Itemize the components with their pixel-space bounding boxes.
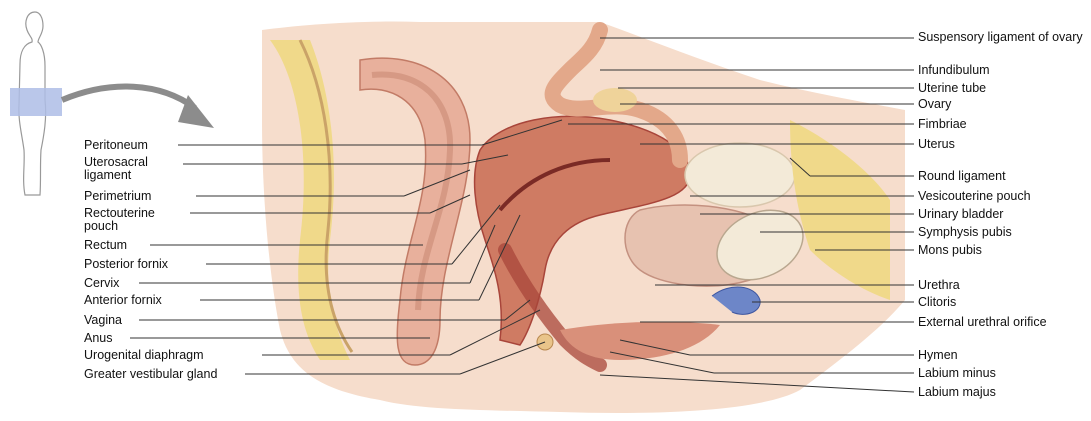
label-uterus: Uterus: [918, 138, 955, 151]
label-anterior-fornix: Anterior fornix: [84, 294, 162, 307]
label-external-urethral-orifice: External urethral orifice: [918, 316, 1078, 329]
label-urogenital-diaphragm: Urogenital diaphragm: [84, 349, 204, 362]
label-rectouterine-pouch: Rectouterine pouch: [84, 207, 174, 233]
label-round-ligament: Round ligament: [918, 170, 1006, 183]
label-anus: Anus: [84, 332, 113, 345]
label-clitoris: Clitoris: [918, 296, 956, 309]
label-cervix: Cervix: [84, 277, 119, 290]
label-ovary: Ovary: [918, 98, 951, 111]
label-symphysis-pubis: Symphysis pubis: [918, 226, 1012, 239]
label-infundibulum: Infundibulum: [918, 64, 990, 77]
label-rectum: Rectum: [84, 239, 127, 252]
region-highlight: [10, 88, 62, 116]
curved-arrow-icon: [62, 87, 214, 128]
label-greater-vestibular-gland: Greater vestibular gland: [84, 368, 244, 381]
label-labium-majus: Labium majus: [918, 386, 996, 399]
body-silhouette-icon: [10, 12, 62, 195]
label-uterosacral-ligament: Uterosacral ligament: [84, 156, 174, 182]
label-urethra: Urethra: [918, 279, 960, 292]
label-labium-minus: Labium minus: [918, 367, 996, 380]
label-fimbriae: Fimbriae: [918, 118, 967, 131]
pelvic-section: [262, 22, 905, 413]
label-hymen: Hymen: [918, 349, 958, 362]
label-vagina: Vagina: [84, 314, 122, 327]
label-suspensory-ligament-of-ovary: Suspensory ligament of ovary: [918, 31, 1088, 44]
label-urinary-bladder: Urinary bladder: [918, 208, 1003, 221]
label-perimetrium: Perimetrium: [84, 190, 151, 203]
label-vesicouterine-pouch: Vesicouterine pouch: [918, 190, 1031, 203]
label-uterine-tube: Uterine tube: [918, 82, 986, 95]
label-mons-pubis: Mons pubis: [918, 244, 982, 257]
label-peritoneum: Peritoneum: [84, 139, 148, 152]
label-posterior-fornix: Posterior fornix: [84, 258, 168, 271]
